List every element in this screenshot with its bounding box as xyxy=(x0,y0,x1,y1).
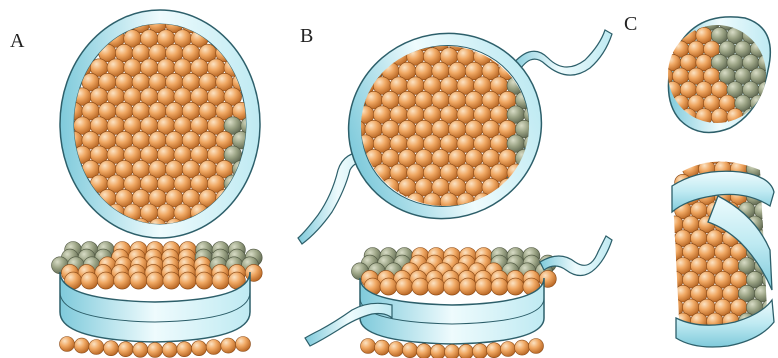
panel-label-c: C xyxy=(624,13,637,35)
lipid-bead xyxy=(473,344,488,358)
panel-a-top-disc xyxy=(60,10,260,238)
lipid-bead xyxy=(389,342,404,357)
lipid-bead xyxy=(707,147,724,164)
lipid-bead xyxy=(428,278,445,295)
lipid-bead xyxy=(762,216,778,233)
lipid-bead xyxy=(147,272,164,289)
lipid-bead xyxy=(221,338,236,353)
lipid-bead xyxy=(491,278,508,295)
lipid-bead xyxy=(212,272,229,289)
lipid-bead xyxy=(206,340,221,355)
panel-label-a: A xyxy=(10,30,25,52)
lipid-bead xyxy=(403,343,418,358)
lipid-bead xyxy=(659,285,676,302)
lipid-bead xyxy=(114,272,131,289)
lipid-bead xyxy=(459,344,474,358)
lipid-bead xyxy=(444,278,461,295)
panel-b-top-disc xyxy=(298,6,612,245)
panel-label-b: B xyxy=(300,25,313,47)
lipid-bead xyxy=(148,343,163,358)
panel-c-top-disc xyxy=(657,14,775,133)
lipid-bead xyxy=(361,339,376,354)
lipid-bead xyxy=(507,278,524,295)
lipid-bead xyxy=(396,278,413,295)
lipid-bead xyxy=(196,272,213,289)
panel-c-column xyxy=(659,147,778,358)
lipid-bead xyxy=(659,230,676,247)
lipid-bead xyxy=(118,342,133,357)
lipid-bead xyxy=(417,344,432,358)
lipid-bead xyxy=(162,342,177,357)
lipid-bead xyxy=(133,342,148,357)
panel-b-side-disc xyxy=(305,236,612,358)
lipid-bead xyxy=(412,278,429,295)
lipid-bead xyxy=(770,230,778,247)
lipid-bead xyxy=(375,340,390,355)
lipid-bead xyxy=(163,272,180,289)
lipid-bead xyxy=(97,272,114,289)
lipid-bead xyxy=(431,344,446,358)
lipid-bead xyxy=(515,340,530,355)
lipid-bead xyxy=(81,272,98,289)
lipid-bead xyxy=(236,337,251,352)
lipid-bead xyxy=(177,342,192,357)
lipid-bead xyxy=(89,340,104,355)
lipid-bead xyxy=(104,341,119,356)
lipid-bead xyxy=(380,278,397,295)
lipid-bead xyxy=(722,147,739,164)
lipid-bead xyxy=(74,338,89,353)
lipid-bead xyxy=(192,341,207,356)
lipid-bead xyxy=(445,345,460,358)
lipid-bead xyxy=(487,343,502,358)
lipid-bead xyxy=(179,272,196,289)
lipid-bead xyxy=(529,339,544,354)
lipid-bead xyxy=(475,278,492,295)
lipid-bead xyxy=(459,278,476,295)
panel-a-side-disc xyxy=(52,242,263,358)
lipid-bead xyxy=(130,272,147,289)
lipid-bead xyxy=(501,342,516,357)
lipid-bead xyxy=(60,337,75,352)
lipid-bead xyxy=(659,258,676,275)
